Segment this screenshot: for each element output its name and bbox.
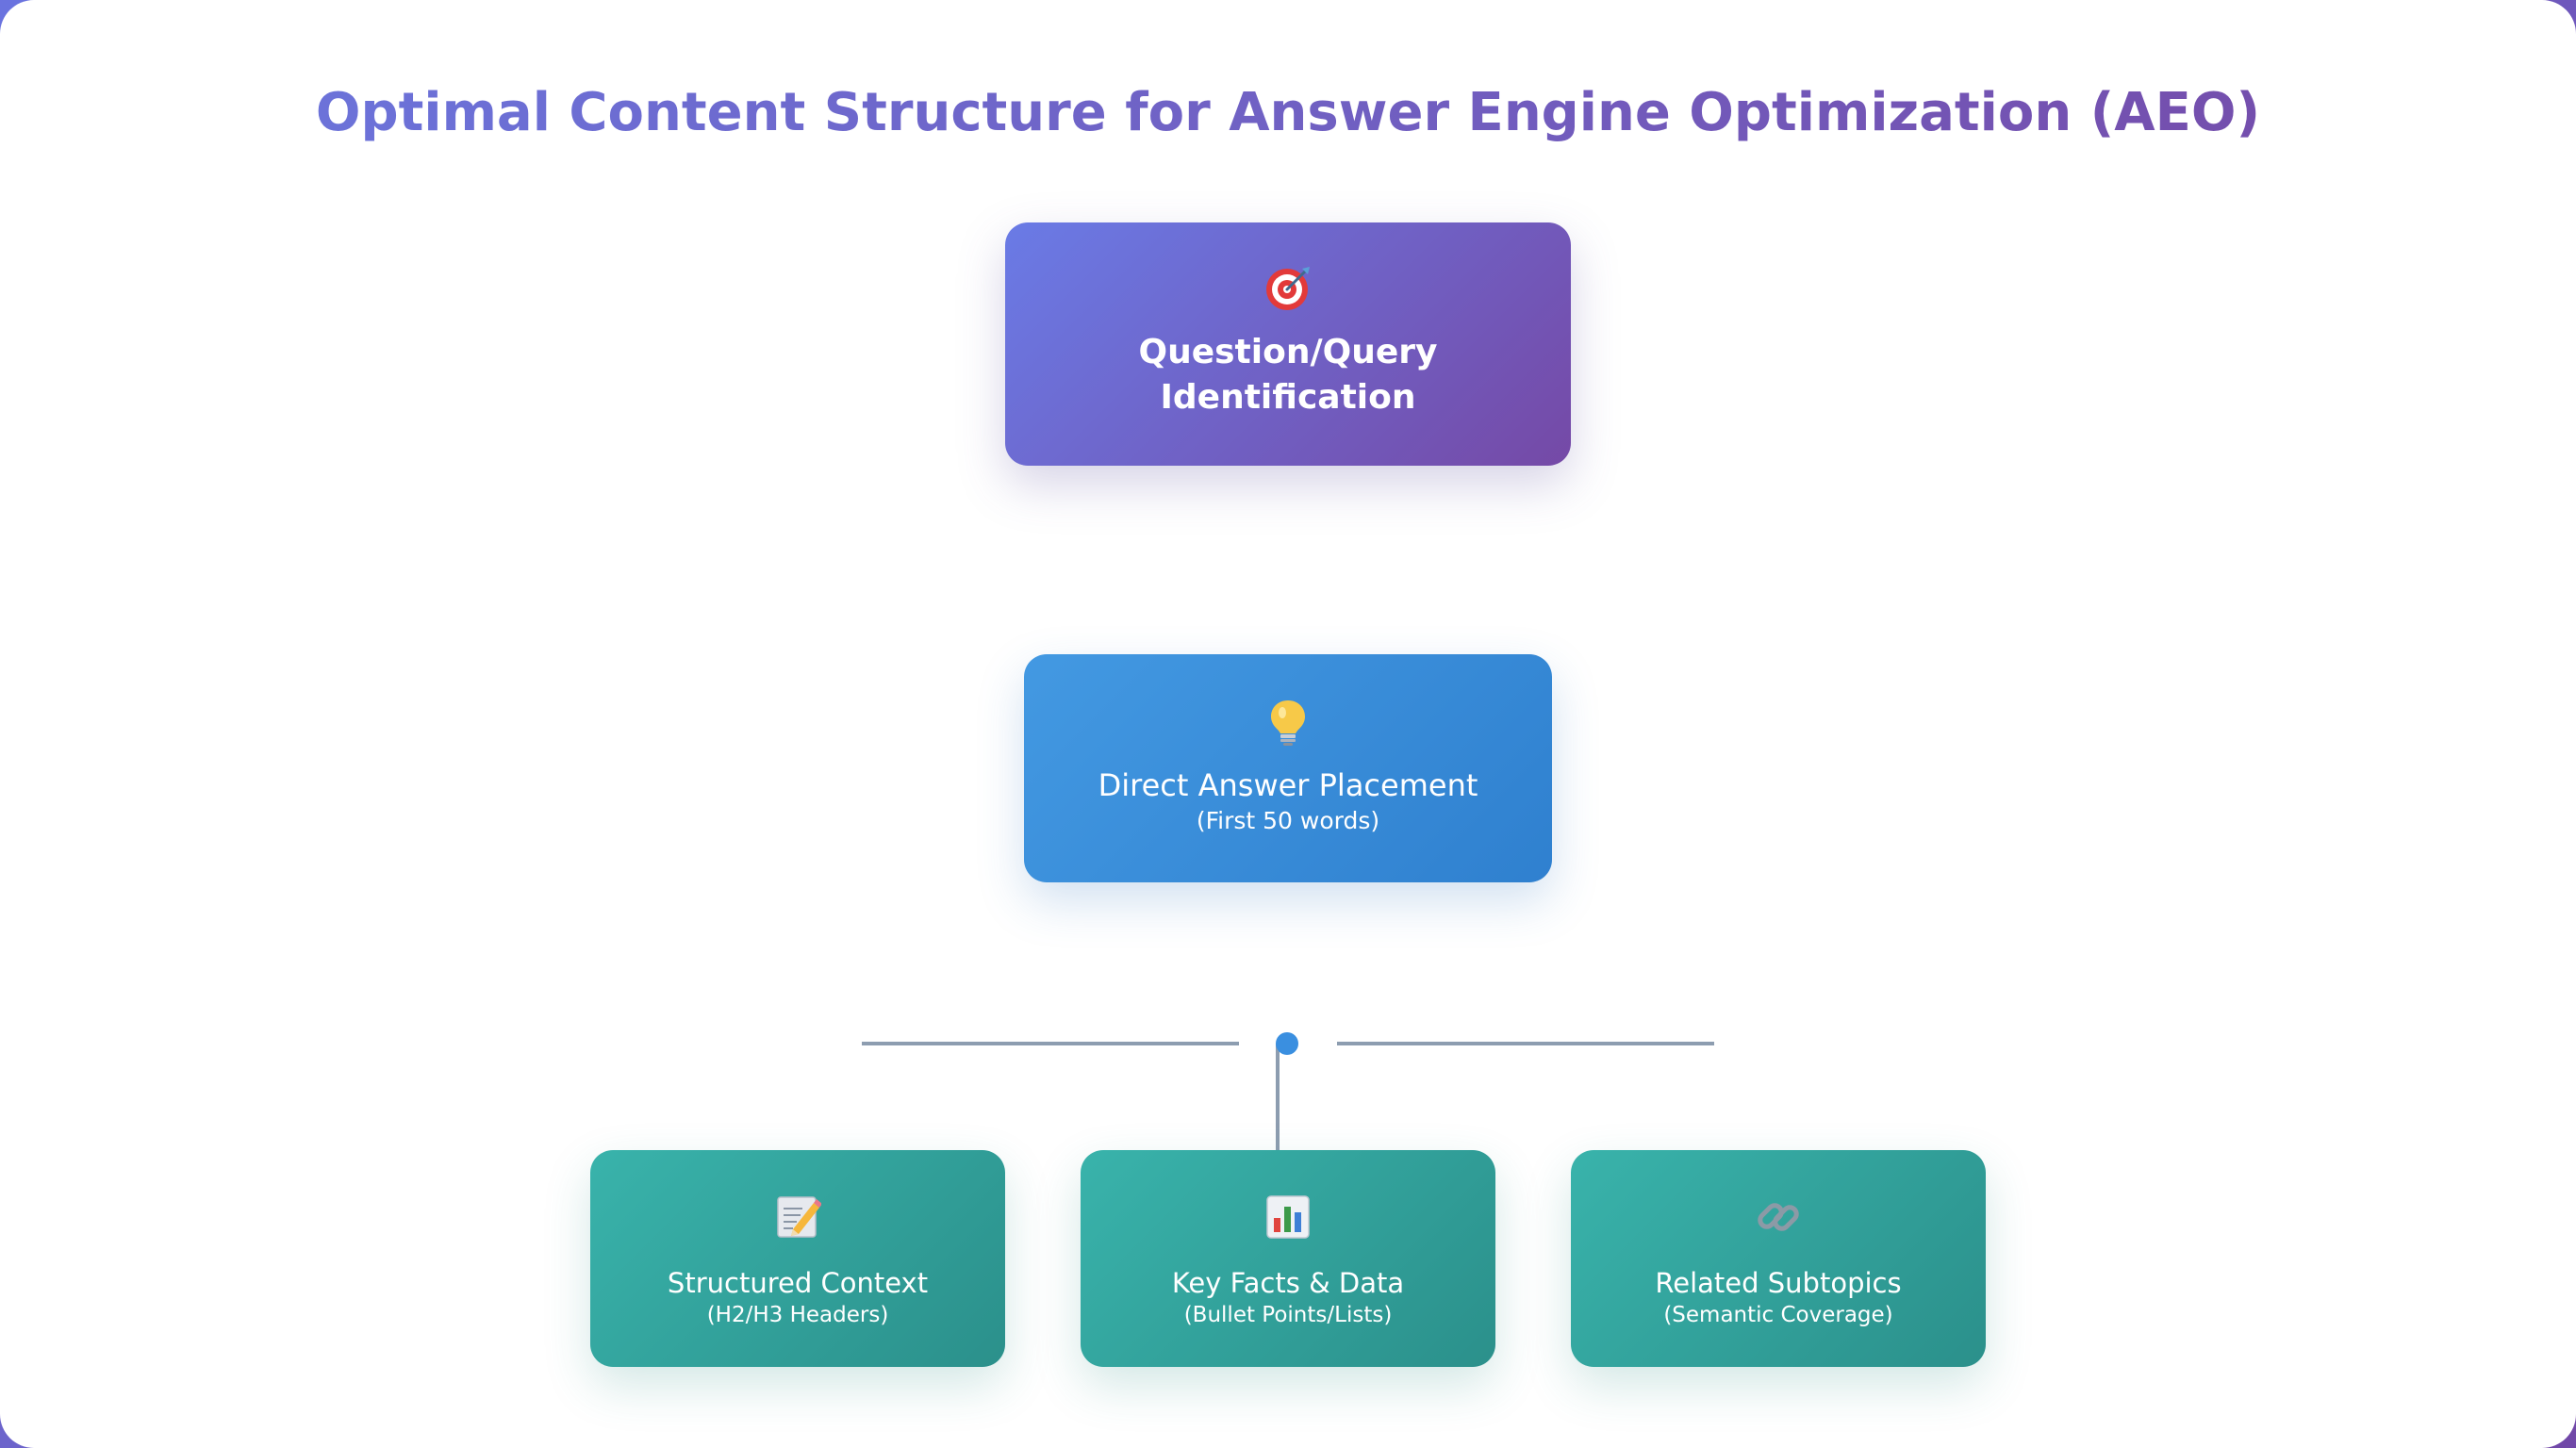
connector-line-left bbox=[862, 1042, 1239, 1045]
related-subtopics-label: Related Subtopics bbox=[1655, 1267, 1902, 1299]
link-icon bbox=[1758, 1203, 1799, 1231]
direct-answer-label: Direct Answer Placement bbox=[1098, 767, 1478, 803]
direct-answer-sublabel: (First 50 words) bbox=[1196, 807, 1380, 834]
connector-line-right bbox=[1337, 1042, 1714, 1045]
page-title: Optimal Content Structure for Answer Eng… bbox=[0, 77, 2576, 149]
connector-line-vertical bbox=[1276, 1044, 1280, 1150]
query-identification-node: Question/Query Identification bbox=[1005, 222, 1571, 466]
related-subtopics-node: Related Subtopics (Semantic Coverage) bbox=[1571, 1150, 1986, 1367]
related-subtopics-sublabel: (Semantic Coverage) bbox=[1663, 1303, 1893, 1327]
key-facts-sublabel: (Bullet Points/Lists) bbox=[1183, 1303, 1393, 1327]
structured-context-label: Structured Context bbox=[667, 1267, 929, 1299]
key-facts-label: Key Facts & Data bbox=[1171, 1267, 1405, 1299]
bar-chart-icon bbox=[1266, 1195, 1310, 1239]
key-facts-node: Key Facts & Data (Bullet Points/Lists) bbox=[1081, 1150, 1495, 1367]
structured-context-node: Structured Context (H2/H3 Headers) bbox=[590, 1150, 1005, 1367]
lightbulb-icon bbox=[1271, 700, 1305, 746]
query-identification-label: Question/Query Identification bbox=[1138, 333, 1438, 417]
target-icon bbox=[1266, 267, 1310, 310]
junction-dot bbox=[1276, 1032, 1298, 1055]
memo-pencil-icon bbox=[777, 1196, 821, 1238]
structured-context-sublabel: (H2/H3 Headers) bbox=[706, 1303, 889, 1327]
direct-answer-node: Direct Answer Placement (First 50 words) bbox=[1024, 654, 1552, 882]
